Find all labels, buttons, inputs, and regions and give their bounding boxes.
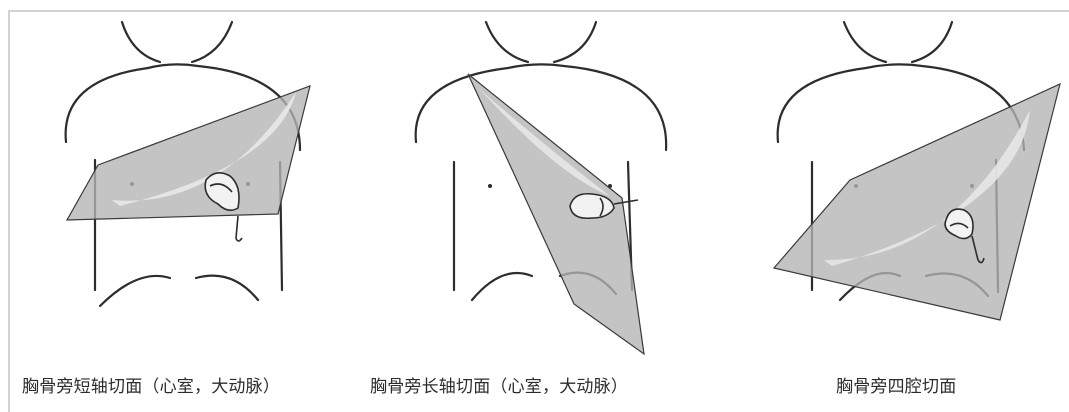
caption-short-axis: 胸骨旁短轴切面（心室，大动脉）: [22, 372, 280, 397]
long-axis-illustration: [360, 0, 700, 412]
scan-plane-long-axis: [468, 74, 644, 354]
panel-four-chamber: 胸骨旁四腔切面: [720, 0, 1069, 412]
panel-short-axis: 胸骨旁短轴切面（心室，大动脉）: [20, 0, 360, 412]
frame-left: [8, 10, 10, 412]
ultrasound-probe-icon: [570, 194, 638, 219]
four-chamber-illustration: [720, 0, 1069, 412]
panel-long-axis: 胸骨旁长轴切面（心室，大动脉）: [360, 0, 700, 412]
short-axis-illustration: [20, 0, 360, 412]
scan-plane-four-chamber: [774, 84, 1060, 320]
scan-plane-short-axis: [67, 86, 310, 220]
caption-four-chamber: 胸骨旁四腔切面: [836, 372, 956, 397]
caption-long-axis: 胸骨旁长轴切面（心室，大动脉）: [370, 372, 628, 397]
